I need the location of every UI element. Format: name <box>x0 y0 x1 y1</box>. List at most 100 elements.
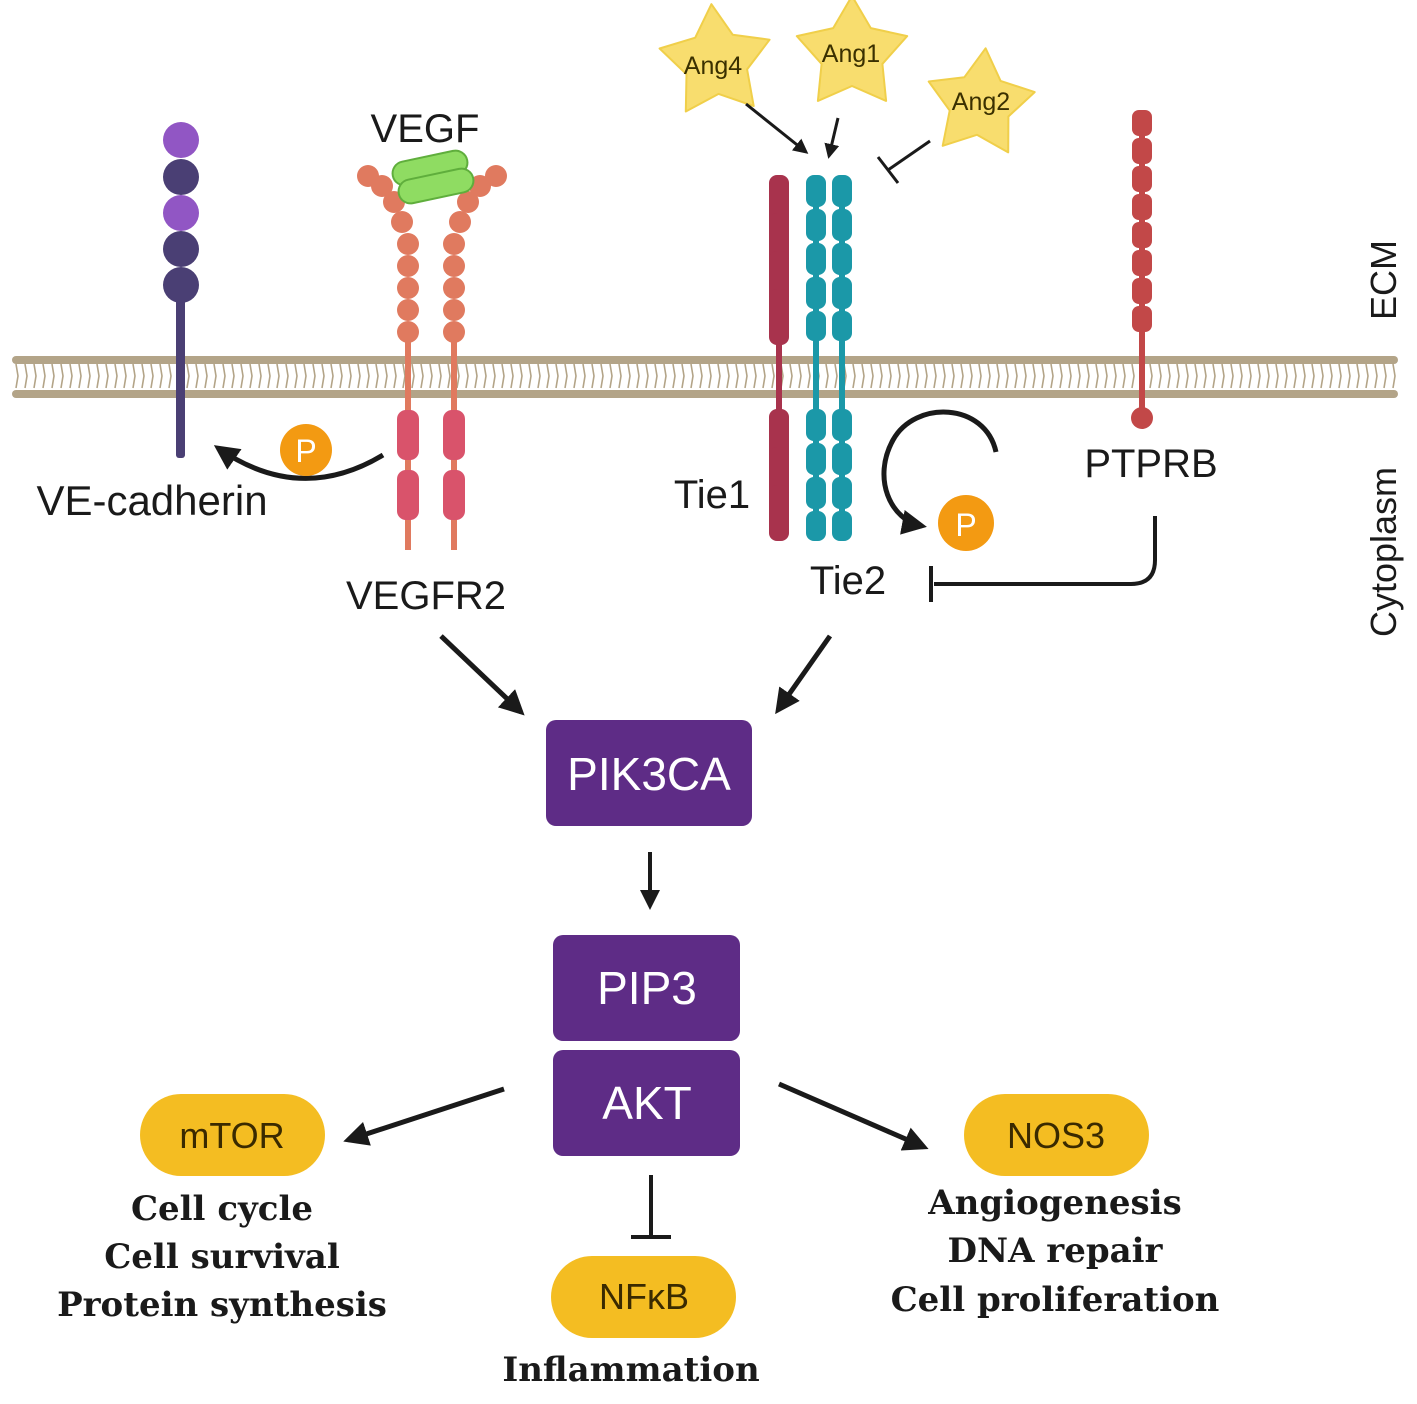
tie2-domain <box>806 311 826 341</box>
nos3-outcomes: Angiogenesis DNA repair Cell proliferati… <box>891 1183 1220 1320</box>
tie2-domain <box>832 477 852 509</box>
ptprb-domain <box>1132 306 1152 332</box>
vegfr2-ig-domain <box>457 191 479 213</box>
vegf-label: VEGF <box>371 107 480 151</box>
mtor-effector: mTOR <box>140 1094 325 1176</box>
vegfr2-ig-domain <box>397 233 419 255</box>
phospho-badge-tie2: P <box>938 495 994 551</box>
akt-node: AKT <box>553 1050 740 1156</box>
svg-text:NFκB: NFκB <box>599 1276 689 1317</box>
vegfr2-to-vecadherin-arrow <box>213 445 385 481</box>
vegfr2-ig-domain <box>443 233 465 255</box>
vegfr2-ig-domain <box>443 277 465 299</box>
tie2-label: Tie2 <box>810 559 886 603</box>
ptprb-domain <box>1132 166 1152 192</box>
ptprb-domain <box>1132 278 1152 304</box>
ang4-to-tie2-arrow <box>745 102 809 154</box>
outcome-text: Cell cycle <box>131 1189 313 1229</box>
tie2-domain <box>832 209 852 241</box>
tie2-domain <box>832 511 852 541</box>
svg-text:Ang4: Ang4 <box>684 52 742 80</box>
ang2-ligand: Ang2 <box>927 47 1036 154</box>
tie1-domain <box>769 485 789 541</box>
tie2-domain <box>806 477 826 509</box>
pik3ca-node: PIK3CA <box>546 720 752 826</box>
svg-text:P: P <box>955 507 976 543</box>
outcome-text: Angiogenesis <box>927 1183 1181 1223</box>
ptprb-domain <box>1132 138 1152 164</box>
tie2-to-pik3ca-arrow <box>775 634 833 715</box>
cell-membrane <box>12 356 1398 398</box>
outcome-text: DNA repair <box>948 1231 1164 1271</box>
tie2-domain <box>832 277 852 309</box>
mtor-outcomes: Cell cycle Cell survival Protein synthes… <box>57 1189 387 1325</box>
ve-cadherin-receptor <box>163 122 199 458</box>
outcome-text: Protein synthesis <box>57 1285 387 1325</box>
phospho-badge-vecadherin: P <box>280 424 332 476</box>
svg-text:mTOR: mTOR <box>179 1115 284 1156</box>
tie2-domain <box>832 443 852 475</box>
tie2-receptor <box>806 175 852 541</box>
tie2-domain <box>806 277 826 309</box>
outcome-text: Cell proliferation <box>891 1280 1220 1320</box>
ang1-ligand: Ang1 <box>795 0 909 102</box>
tie2-domain <box>806 209 826 241</box>
tie2-domain <box>806 243 826 275</box>
ve-cadherin-label: VE-cadherin <box>36 477 267 524</box>
ptprb-label: PTPRB <box>1084 442 1217 486</box>
vegfr2-ig-domain <box>449 211 471 233</box>
tie2-domain <box>832 175 852 207</box>
ang2-inhibits-tie2 <box>876 139 931 184</box>
tie2-domain <box>806 443 826 475</box>
vegfr2-to-pik3ca-arrow <box>439 634 525 716</box>
cytoplasm-label: Cytoplasm <box>1363 467 1404 637</box>
ang1-to-tie2-arrow <box>824 117 840 159</box>
vegfr2-label: VEGFR2 <box>346 574 506 618</box>
ptprb-domain <box>1132 250 1152 276</box>
tie2-domain <box>806 409 826 441</box>
ptprb-domain <box>1132 110 1152 136</box>
tie1-label: Tie1 <box>674 473 750 517</box>
vegfr2-ig-domain <box>443 255 465 277</box>
ang4-ligand: Ang4 <box>658 3 771 113</box>
svg-text:Ang1: Ang1 <box>822 40 880 68</box>
vegfr2-ig-domain <box>357 165 379 187</box>
vegfr2-ig-domain <box>397 321 419 343</box>
pip3-node: PIP3 <box>553 935 740 1041</box>
vegfr2-receptor <box>357 165 507 550</box>
akt-to-nos3-arrow <box>778 1081 929 1151</box>
ptprb-inhibits-tie2 <box>929 516 1157 602</box>
vegfr2-ig-domain <box>485 165 507 187</box>
akt-inhibits-nfkb <box>631 1175 671 1239</box>
outcome-text: Cell survival <box>104 1237 340 1277</box>
nfkb-outcomes: Inflammation <box>502 1350 759 1390</box>
ptprb-domain <box>1132 194 1152 220</box>
svg-text:NOS3: NOS3 <box>1007 1115 1105 1156</box>
ptprb-domain <box>1132 222 1152 248</box>
tie1-receptor <box>769 175 789 541</box>
vegfr2-ig-domain <box>469 175 491 197</box>
tie2-domain <box>806 175 826 207</box>
tie2-domain <box>832 311 852 341</box>
vegfr2-ig-domain <box>443 321 465 343</box>
svg-text:P: P <box>295 433 316 469</box>
ptprb-receptor <box>1131 110 1153 429</box>
tie2-domain <box>832 409 852 441</box>
vegfr2-ig-domain <box>397 299 419 321</box>
outcome-text: Inflammation <box>502 1350 759 1390</box>
vegf-ligand <box>391 149 475 205</box>
vegfr2-ig-domain <box>397 277 419 299</box>
ecm-label: ECM <box>1363 240 1404 320</box>
vegfr2-ig-domain <box>391 211 413 233</box>
svg-text:AKT: AKT <box>602 1077 691 1129</box>
tie2-domain <box>832 243 852 275</box>
svg-text:Ang2: Ang2 <box>952 88 1010 116</box>
tie1-domain <box>769 289 789 345</box>
akt-to-mtor-arrow <box>343 1086 505 1146</box>
svg-text:PIK3CA: PIK3CA <box>567 748 731 800</box>
svg-text:PIP3: PIP3 <box>597 962 697 1014</box>
vegfr2-ig-domain <box>443 299 465 321</box>
nfkb-effector: NFκB <box>551 1256 736 1338</box>
tie2-domain <box>806 511 826 541</box>
